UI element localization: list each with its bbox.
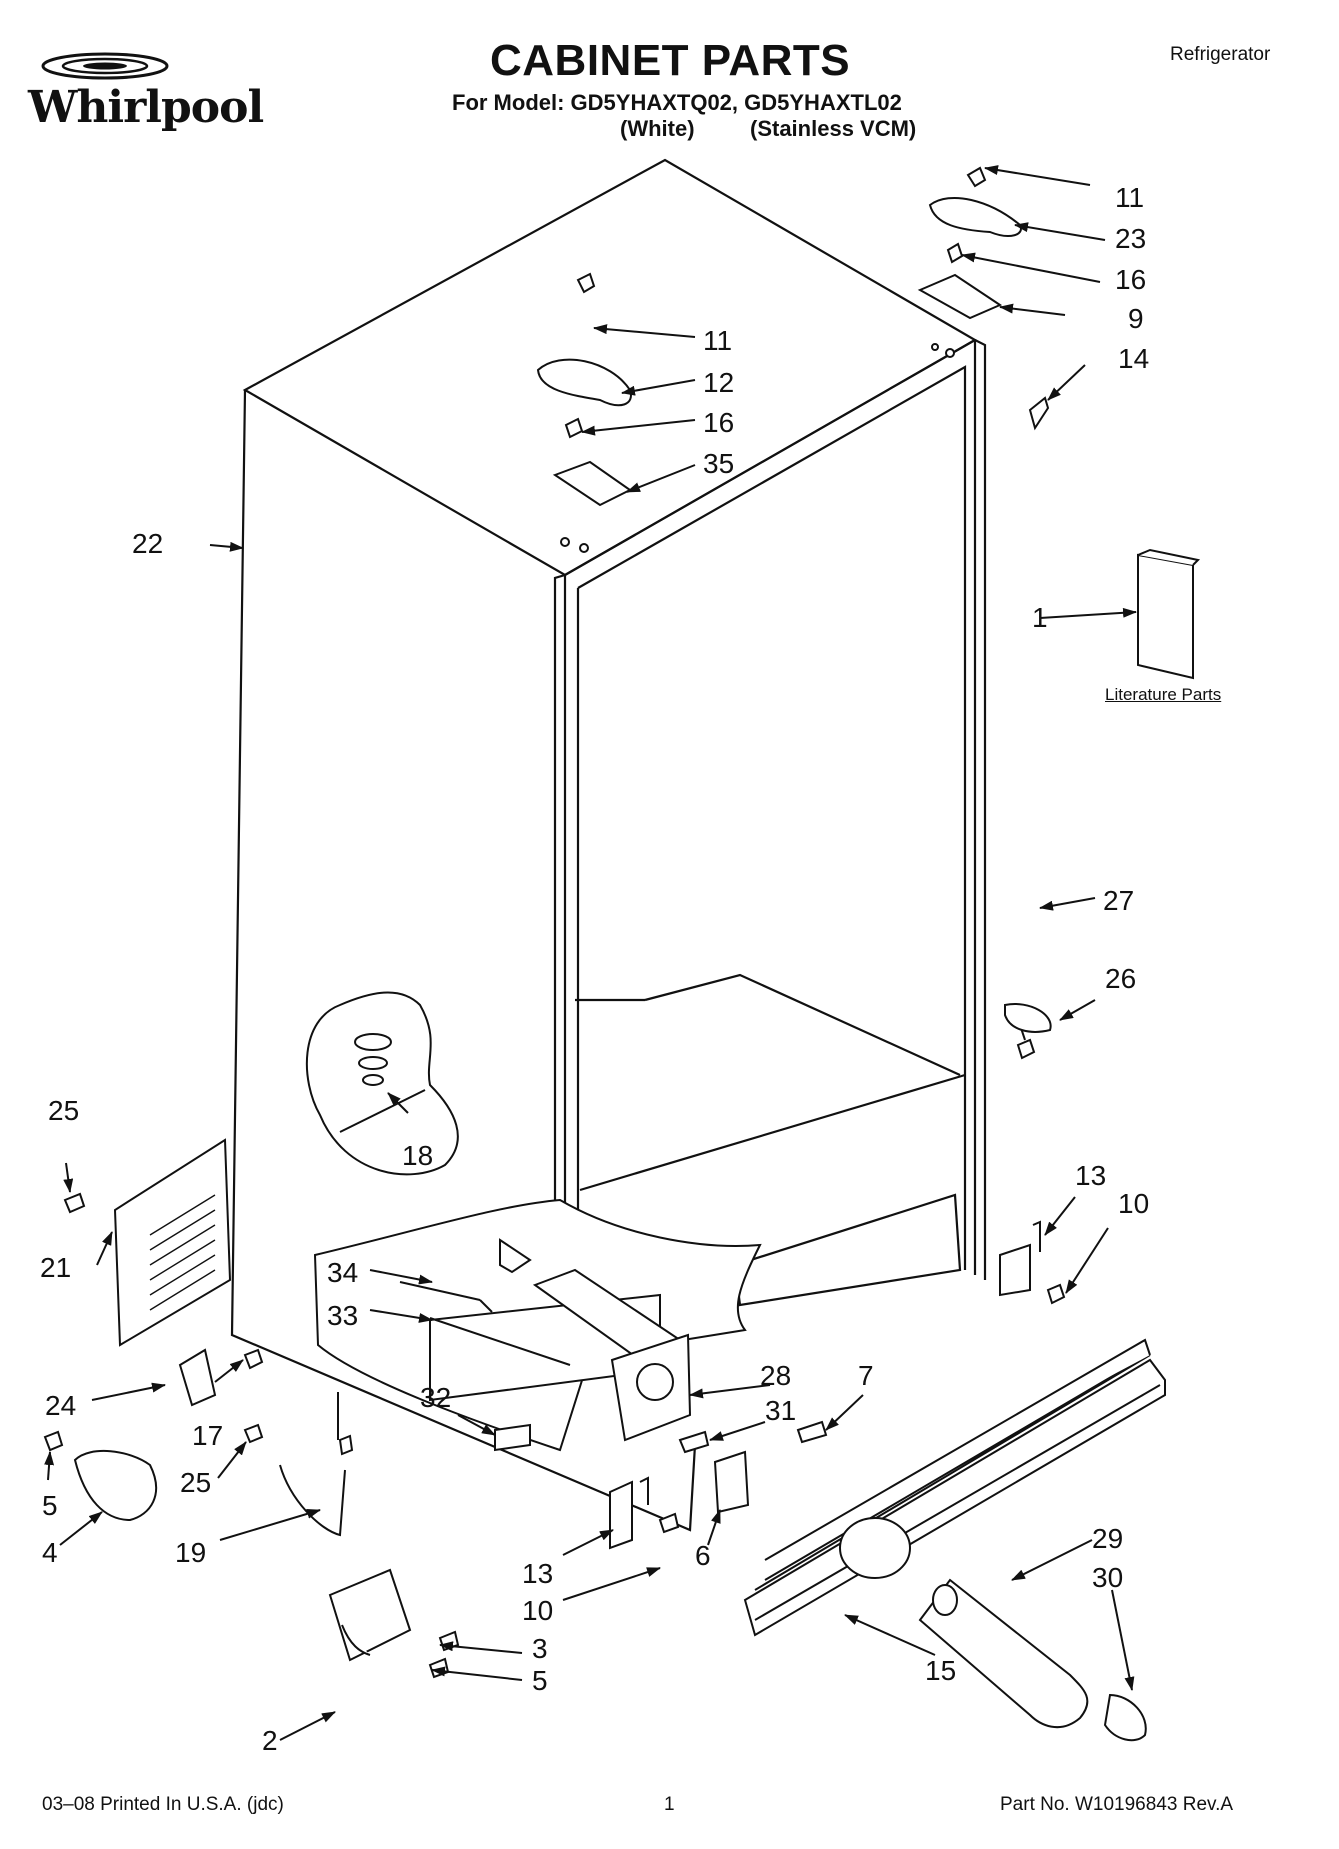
literature-parts-caption: Literature Parts xyxy=(1105,685,1222,704)
literature-booklet xyxy=(1137,548,1201,680)
roller-and-water-line xyxy=(43,1348,354,1537)
callout-25-left: 25 xyxy=(48,1095,79,1126)
callout-6: 6 xyxy=(695,1540,711,1571)
callout-23: 23 xyxy=(1115,223,1146,254)
top-hinge-assembly-right xyxy=(917,166,1050,431)
swirl-icon xyxy=(41,52,169,80)
top-hinge-assembly-center xyxy=(536,272,632,553)
callout-29: 29 xyxy=(1092,1523,1123,1554)
callout-11-center: 11 xyxy=(703,325,732,356)
callout-9: 9 xyxy=(1128,303,1144,334)
callout-7: 7 xyxy=(858,1360,874,1391)
door-stop-parts xyxy=(999,1003,1066,1305)
part-number: Part No. W10196843 Rev.A xyxy=(1000,1794,1234,1815)
callout-14: 14 xyxy=(1118,343,1149,374)
page-number: 1 xyxy=(664,1794,675,1815)
callout-31: 31 xyxy=(765,1395,796,1426)
callout-32: 32 xyxy=(420,1382,451,1413)
callout-labels: 11 23 16 9 14 11 12 16 35 22 1 27 26 25 … xyxy=(40,182,1149,1756)
brand-wordmark: Whirlpool xyxy=(28,82,264,133)
callout-16-center: 16 xyxy=(703,407,734,438)
callout-18: 18 xyxy=(402,1140,433,1171)
variant-white: (White) xyxy=(620,116,695,141)
callout-25-lower: 25 xyxy=(180,1467,211,1498)
callout-3: 3 xyxy=(532,1633,548,1664)
base-grille xyxy=(743,1338,1166,1637)
callout-11-top-right: 11 xyxy=(1115,182,1144,213)
callout-5-lower: 5 xyxy=(532,1665,548,1696)
callout-24: 24 xyxy=(45,1390,76,1421)
product-category: Refrigerator xyxy=(1170,44,1271,65)
callout-35: 35 xyxy=(703,448,734,479)
callout-33: 33 xyxy=(327,1300,358,1331)
center-hinge-bracket xyxy=(609,1450,750,1550)
whirlpool-logo: Whirlpool xyxy=(20,38,270,148)
leveling-foot-inset xyxy=(305,991,459,1176)
page-title: CABINET PARTS xyxy=(490,36,851,85)
callout-10-lower: 10 xyxy=(522,1595,553,1626)
callout-4: 4 xyxy=(42,1537,58,1568)
bottom-hinge xyxy=(328,1568,460,1679)
callout-5-left: 5 xyxy=(42,1490,58,1521)
callout-19: 19 xyxy=(175,1537,206,1568)
callout-21: 21 xyxy=(40,1252,71,1283)
callout-22: 22 xyxy=(132,528,163,559)
callout-10-right: 10 xyxy=(1118,1188,1149,1219)
model-numbers: For Model: GD5YHAXTQ02, GD5YHAXTL02 xyxy=(452,90,902,115)
print-info: 03–08 Printed In U.S.A. (jdc) xyxy=(42,1794,284,1815)
callout-27: 27 xyxy=(1103,885,1134,916)
callout-12: 12 xyxy=(703,367,734,398)
callout-1: 1 xyxy=(1032,602,1048,633)
callout-26: 26 xyxy=(1105,963,1136,994)
dispenser-housing xyxy=(399,1238,828,1454)
callout-15: 15 xyxy=(925,1655,956,1686)
callout-17: 17 xyxy=(192,1420,223,1451)
callout-13-lower: 13 xyxy=(522,1558,553,1589)
variant-stainless: (Stainless VCM) xyxy=(750,116,917,141)
rear-access-panel xyxy=(63,1138,232,1347)
callout-2: 2 xyxy=(262,1725,278,1756)
callout-13-right: 13 xyxy=(1075,1160,1106,1191)
callout-30: 30 xyxy=(1092,1562,1123,1593)
cabinet-shell xyxy=(230,158,987,1532)
water-filter xyxy=(918,1578,1147,1742)
callout-28: 28 xyxy=(760,1360,791,1391)
callout-16-top-right: 16 xyxy=(1115,264,1146,295)
callout-leaders xyxy=(44,165,1137,1741)
callout-34: 34 xyxy=(327,1257,358,1288)
